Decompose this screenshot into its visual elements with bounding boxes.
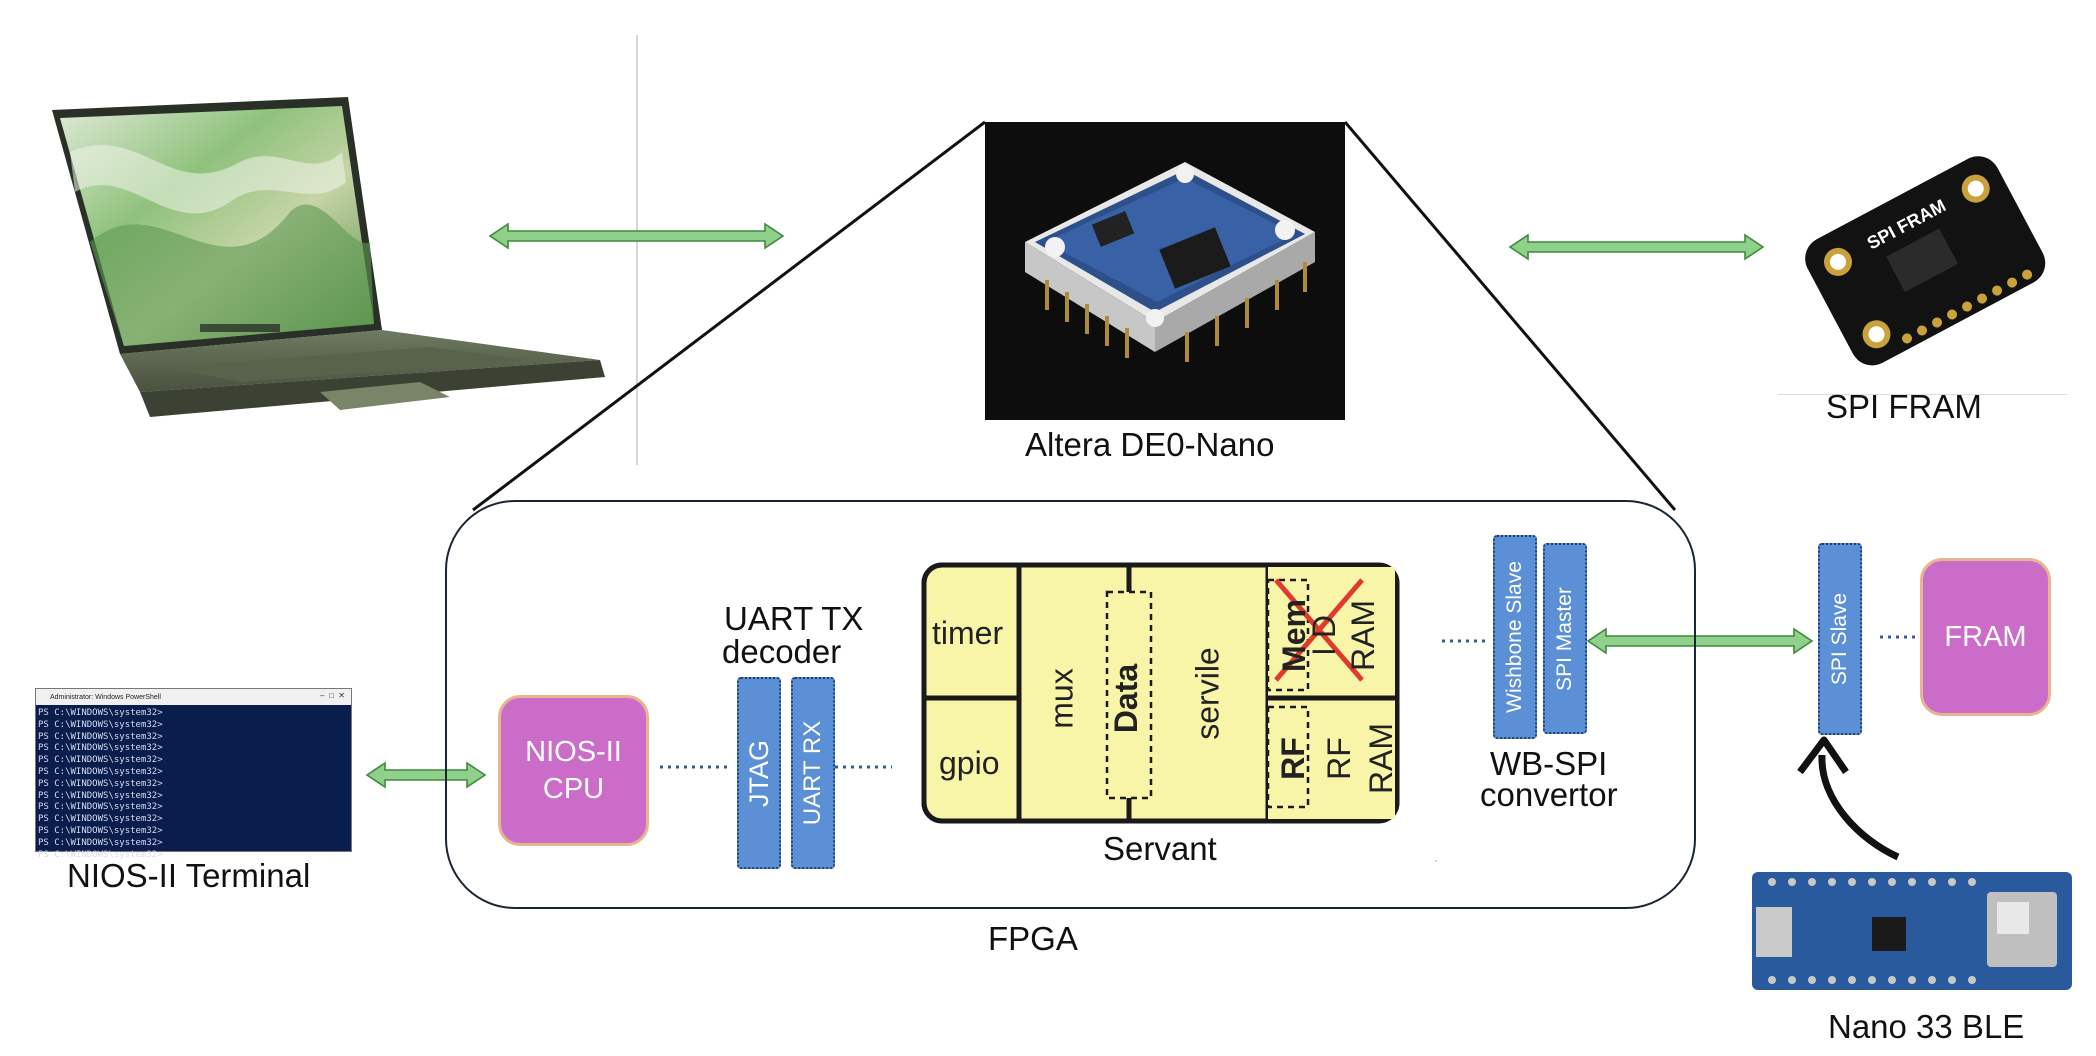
nios-cpu-block: NIOS-II CPU	[498, 695, 649, 846]
double-arrow-spi	[1586, 627, 1814, 655]
terminal-line: PS C:\WINDOWS\system32>	[38, 837, 163, 848]
spi-master-label: SPI Master	[1553, 586, 1576, 691]
fram-label: FRAM	[1944, 620, 2027, 653]
fpga-container	[445, 500, 1696, 909]
label-nano-ble: Nano 33 BLE	[1828, 1008, 2025, 1045]
servant-mux: mux	[1043, 668, 1080, 729]
nios-cpu-line2: CPU	[542, 772, 605, 805]
servant-ram-2: RAM	[1363, 722, 1400, 795]
laptop-photo	[52, 97, 605, 417]
servant-rf: RF	[1274, 737, 1311, 780]
double-arrow-de0-fram	[1508, 233, 1765, 261]
terminal-line: PS C:\WINDOWS\system32>	[38, 849, 163, 860]
terminal-line: PS C:\WINDOWS\system32>	[38, 778, 163, 789]
de0-nano-board-photo	[985, 122, 1345, 420]
label-wb-spi-1: WB-SPI	[1490, 745, 1608, 782]
fram-block: FRAM	[1920, 558, 2051, 716]
label-uart-tx-1: UART TX	[724, 600, 864, 637]
spi-slave-label: SPI Slave	[1828, 592, 1851, 686]
servant-diagram: timer gpio mux Data servile Mem I D RAM …	[892, 535, 1437, 860]
label-wb-spi-2: convertor	[1480, 776, 1618, 813]
label-servant: Servant	[1103, 830, 1217, 867]
terminal-body: PS C:\WINDOWS\system32> PS C:\WINDOWS\sy…	[36, 705, 351, 864]
powershell-window: Administrator: Windows PowerShell – □ ✕ …	[35, 688, 352, 860]
curved-arrow-icon	[1818, 754, 1900, 861]
nios-cpu-line1: NIOS-II	[525, 736, 622, 769]
wishbone-slave-block: Wishbone Slave	[1493, 535, 1537, 739]
jtag-label: JTAG	[743, 739, 774, 807]
servant-rf-2: RF	[1320, 737, 1357, 780]
jtag-block: JTAG	[737, 677, 781, 869]
servant-ram-1: RAM	[1345, 599, 1382, 672]
terminal-line: PS C:\WINDOWS\system32>	[38, 790, 163, 801]
terminal-line: PS C:\WINDOWS\system32>	[38, 743, 163, 754]
servant-servile: servile	[1189, 647, 1226, 740]
wishbone-slave-label: Wishbone Slave	[1503, 561, 1526, 713]
terminal-line: PS C:\WINDOWS\system32>	[38, 814, 163, 825]
double-arrow-laptop-de0	[488, 222, 785, 250]
servant-data: Data	[1108, 663, 1145, 734]
nano-33-ble-board-photo	[1752, 862, 2078, 1002]
window-titlebar: Administrator: Windows PowerShell – □ ✕	[36, 689, 351, 705]
terminal-line: PS C:\WINDOWS\system32>	[38, 802, 163, 813]
terminal-line: PS C:\WINDOWS\system32>	[38, 825, 163, 836]
zoom-line-right	[1343, 121, 1677, 511]
terminal-line: PS C:\WINDOWS\system32>	[38, 766, 163, 777]
uart-rx-label: UART RX	[799, 720, 827, 826]
servant-timer: timer	[932, 615, 1004, 651]
terminal-line: PS C:\WINDOWS\system32>	[38, 719, 163, 730]
spi-fram-board-photo: SPI FRAM	[1778, 122, 2068, 395]
servant-id: I D	[1305, 615, 1342, 656]
label-fpga: FPGA	[988, 920, 1078, 957]
uart-rx-block: UART RX	[791, 677, 835, 869]
spi-slave-block: SPI Slave	[1818, 543, 1862, 735]
zoom-line-left	[472, 120, 986, 512]
label-uart-tx-2: decoder	[722, 633, 842, 670]
label-de0-nano: Altera DE0-Nano	[1025, 426, 1275, 463]
terminal-line: PS C:\WINDOWS\system32>	[38, 755, 163, 766]
window-controls: – □ ✕	[320, 691, 345, 700]
spi-master-block: SPI Master	[1543, 543, 1587, 734]
label-nios-terminal: NIOS-II Terminal	[67, 857, 311, 894]
label-spi-fram: SPI FRAM	[1826, 388, 1982, 425]
double-arrow-terminal-nios	[365, 761, 487, 789]
terminal-line: PS C:\WINDOWS\system32>	[38, 708, 163, 718]
servant-gpio: gpio	[939, 745, 1000, 781]
terminal-line: PS C:\WINDOWS\system32>	[38, 731, 163, 742]
window-title: Administrator: Windows PowerShell	[50, 693, 161, 701]
